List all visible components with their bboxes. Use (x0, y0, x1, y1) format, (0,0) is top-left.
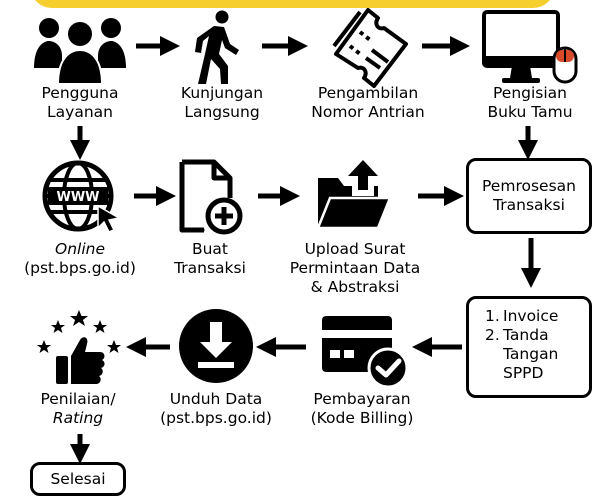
users-group-icon (34, 18, 126, 85)
pengambilan-line2: Nomor Antrian (311, 103, 425, 121)
rating-thumbs-up-icon (37, 310, 121, 384)
buat-line1: Buat (191, 240, 229, 258)
walking-person-icon (195, 10, 239, 84)
new-document-icon (179, 159, 243, 235)
selesai-label: Selesai (50, 470, 106, 488)
kunjungan-line2: Langsung (184, 103, 260, 121)
invoice-num2: 2. (485, 326, 500, 344)
online-line1: Online (54, 240, 105, 258)
pemrosesan-line1: Pemrosesan (482, 177, 576, 195)
penilaian-line2: Rating (52, 409, 104, 427)
penilaian-line1: Penilaian/ (40, 390, 116, 408)
pembayaran-line2: (Kode Billing) (310, 409, 414, 427)
label-pembayaran: Pembayaran (Kode Billing) (311, 390, 414, 428)
label-kunjungan-langsung: Kunjungan Langsung (181, 84, 263, 122)
upload-line1: Upload Surat (304, 240, 406, 258)
label-pengambilan-nomor: Pengambilan Nomor Antrian (311, 84, 424, 122)
header-banner (30, 0, 555, 8)
payment-card-icon (322, 316, 409, 389)
upload-line2: Permintaan Data (289, 259, 421, 277)
folder-upload-icon (316, 160, 392, 230)
download-icon (179, 309, 253, 383)
pengisian-line1: Pengisian (492, 84, 567, 102)
online-line2: (pst.bps.go.id) (24, 259, 136, 277)
pemrosesan-transaksi-box: Pemrosesan Transaksi (466, 158, 592, 234)
upload-line3: & Abstraksi (310, 278, 400, 296)
invoice-item2a: Tanda (503, 326, 549, 344)
label-online: Online (pst.bps.go.id) (24, 240, 136, 278)
invoice-num1: 1. (485, 307, 500, 325)
www-globe-icon: WWW (42, 160, 122, 233)
pengguna-line2: Layanan (47, 103, 113, 121)
label-buat-transaksi: Buat Transaksi (174, 240, 246, 278)
label-unduh-data: Unduh Data (pst.bps.go.id) (160, 390, 272, 428)
pembayaran-line1: Pembayaran (313, 390, 411, 408)
kunjungan-line1: Kunjungan (180, 84, 264, 102)
buat-line2: Transaksi (174, 259, 246, 277)
svg-text:WWW: WWW (56, 190, 99, 205)
unduh-line2: (pst.bps.go.id) (160, 409, 272, 427)
selesai-box: Selesai (30, 462, 126, 496)
pengisian-line2: Buku Tamu (487, 103, 573, 121)
invoice-sppd-box: 1. Invoice 2. Tanda Tangan SPPD (466, 296, 592, 398)
computer-monitor-icon (482, 10, 578, 84)
invoice-item2b: Tangan (503, 345, 559, 363)
invoice-item2c: SPPD (503, 364, 544, 382)
label-penilaian-rating: Penilaian/ Rating (40, 390, 115, 428)
invoice-item1: Invoice (503, 307, 559, 325)
pemrosesan-line2: Transaksi (493, 196, 565, 214)
label-pengguna-layanan: Pengguna Layanan (42, 84, 119, 122)
ticket-icon (332, 8, 408, 88)
label-pengisian-buku-tamu: Pengisian Buku Tamu (487, 84, 572, 122)
unduh-line1: Unduh Data (169, 390, 263, 408)
pengambilan-line1: Pengambilan (317, 84, 419, 102)
label-upload-surat: Upload Surat Permintaan Data & Abstraksi (290, 240, 421, 297)
pengguna-line1: Pengguna (41, 84, 119, 102)
